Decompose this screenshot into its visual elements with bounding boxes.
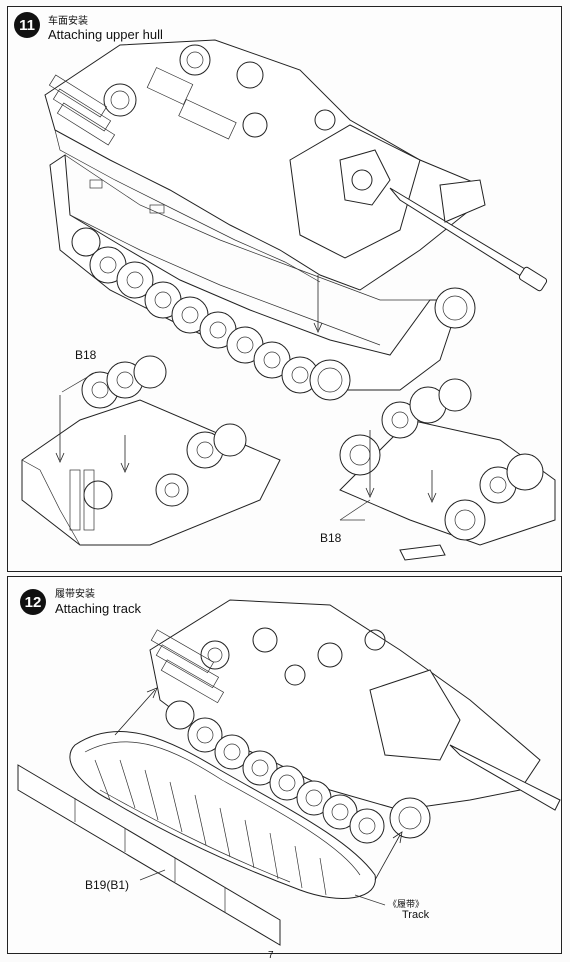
step-12-title-en: Attaching track — [55, 601, 141, 616]
label-b18-right: B18 — [320, 531, 342, 545]
right-detail-drawing — [339, 378, 556, 561]
label-track-en: Track — [402, 909, 430, 921]
label-b19: B19(B1) — [85, 878, 130, 892]
label-track-zh: 《履带》 — [388, 900, 425, 910]
left-detail-drawing — [21, 355, 281, 546]
label-b18-left: B18 — [75, 348, 97, 362]
tank-assembly — [149, 599, 561, 844]
page-number: 7 — [268, 950, 274, 961]
step-12-title-zh: 履带安装 — [55, 589, 95, 600]
track-sprue — [17, 687, 403, 946]
step-11-badge: 11 — [14, 12, 40, 38]
step-11-title-en: Attaching upper hull — [48, 27, 163, 42]
road-wheels — [71, 227, 476, 401]
step-11-title-zh: 车面安装 — [48, 16, 88, 27]
step-12-badge: 12 — [20, 589, 46, 615]
upper-hull-part — [44, 39, 548, 292]
